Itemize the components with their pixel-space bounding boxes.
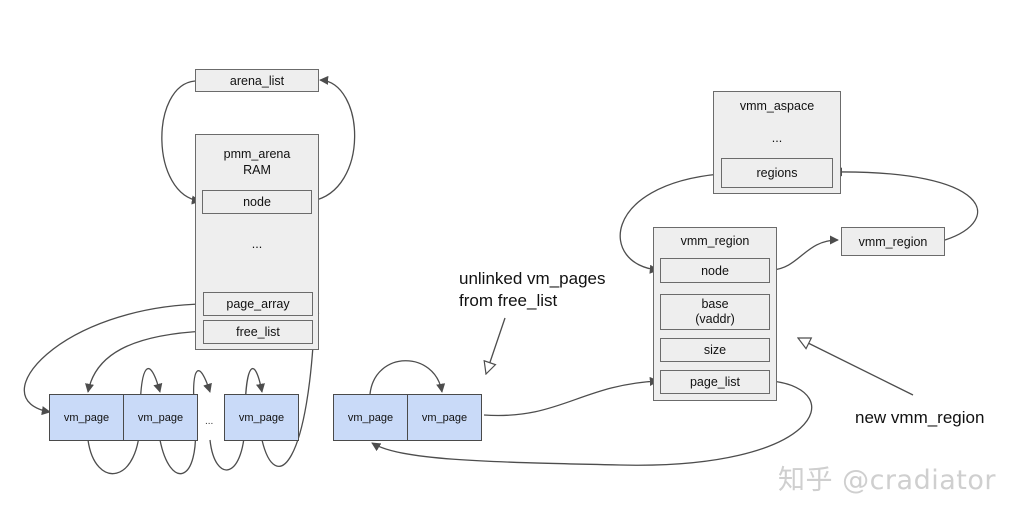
unlinked-vm-page-2: vm_page	[407, 394, 482, 441]
arrow-neighbor-to-regions	[833, 167, 979, 241]
arrow-node-to-neighbor	[771, 235, 839, 271]
vm-page-2: vm_page	[123, 394, 198, 441]
arrow-page-list-to-pages	[371, 380, 813, 466]
vmm-region-neighbor: vmm_region	[841, 227, 945, 256]
arrow-regions-to-node	[619, 173, 721, 274]
arrow-page-array-to-vm-page	[23, 303, 206, 416]
arrow-unlinked-loop	[369, 360, 446, 395]
pmm-arena-title: pmm_arena RAM	[223, 147, 291, 177]
unlinked-note: unlinked vm_pages from free_list	[459, 269, 606, 310]
arrow-node-to-arena	[311, 75, 356, 202]
watermark: 知乎 @cradiator	[778, 465, 996, 496]
vm-page-1: vm_page	[49, 394, 124, 441]
arrow-new-region-note	[798, 338, 914, 396]
pmm-arena-free-list: free_list	[203, 320, 313, 344]
vmm-aspace-ellipsis: ...	[771, 131, 783, 145]
arrow-pages-to-page-list	[483, 376, 659, 417]
vmm-region-title: vmm_region	[680, 234, 750, 248]
arrow-arena-to-node	[161, 80, 201, 205]
vm-page-3: vm_page	[224, 394, 299, 441]
arena-list-box: arena_list	[195, 69, 319, 92]
unlinked-vm-page-1: vm_page	[333, 394, 408, 441]
vm-page-gap: ...	[205, 416, 214, 427]
free-chain-back	[261, 304, 320, 467]
vmm-region-base: base (vaddr)	[660, 294, 770, 330]
vmm-aspace-regions: regions	[721, 158, 833, 188]
new-region-note: new vmm_region	[855, 408, 985, 427]
pmm-arena-page-array: page_array	[203, 292, 313, 316]
arrow-unlinked-note	[486, 317, 506, 374]
vmm-region-size: size	[660, 338, 770, 362]
pmm-arena-node: node	[202, 190, 312, 214]
vmm-region-node: node	[660, 258, 770, 283]
arrow-free-list-to-vm-page	[85, 330, 206, 393]
vmm-region-page-list: page_list	[660, 370, 770, 394]
vmm-aspace-title: vmm_aspace	[739, 99, 815, 113]
pmm-arena-ellipsis: ...	[251, 237, 263, 251]
